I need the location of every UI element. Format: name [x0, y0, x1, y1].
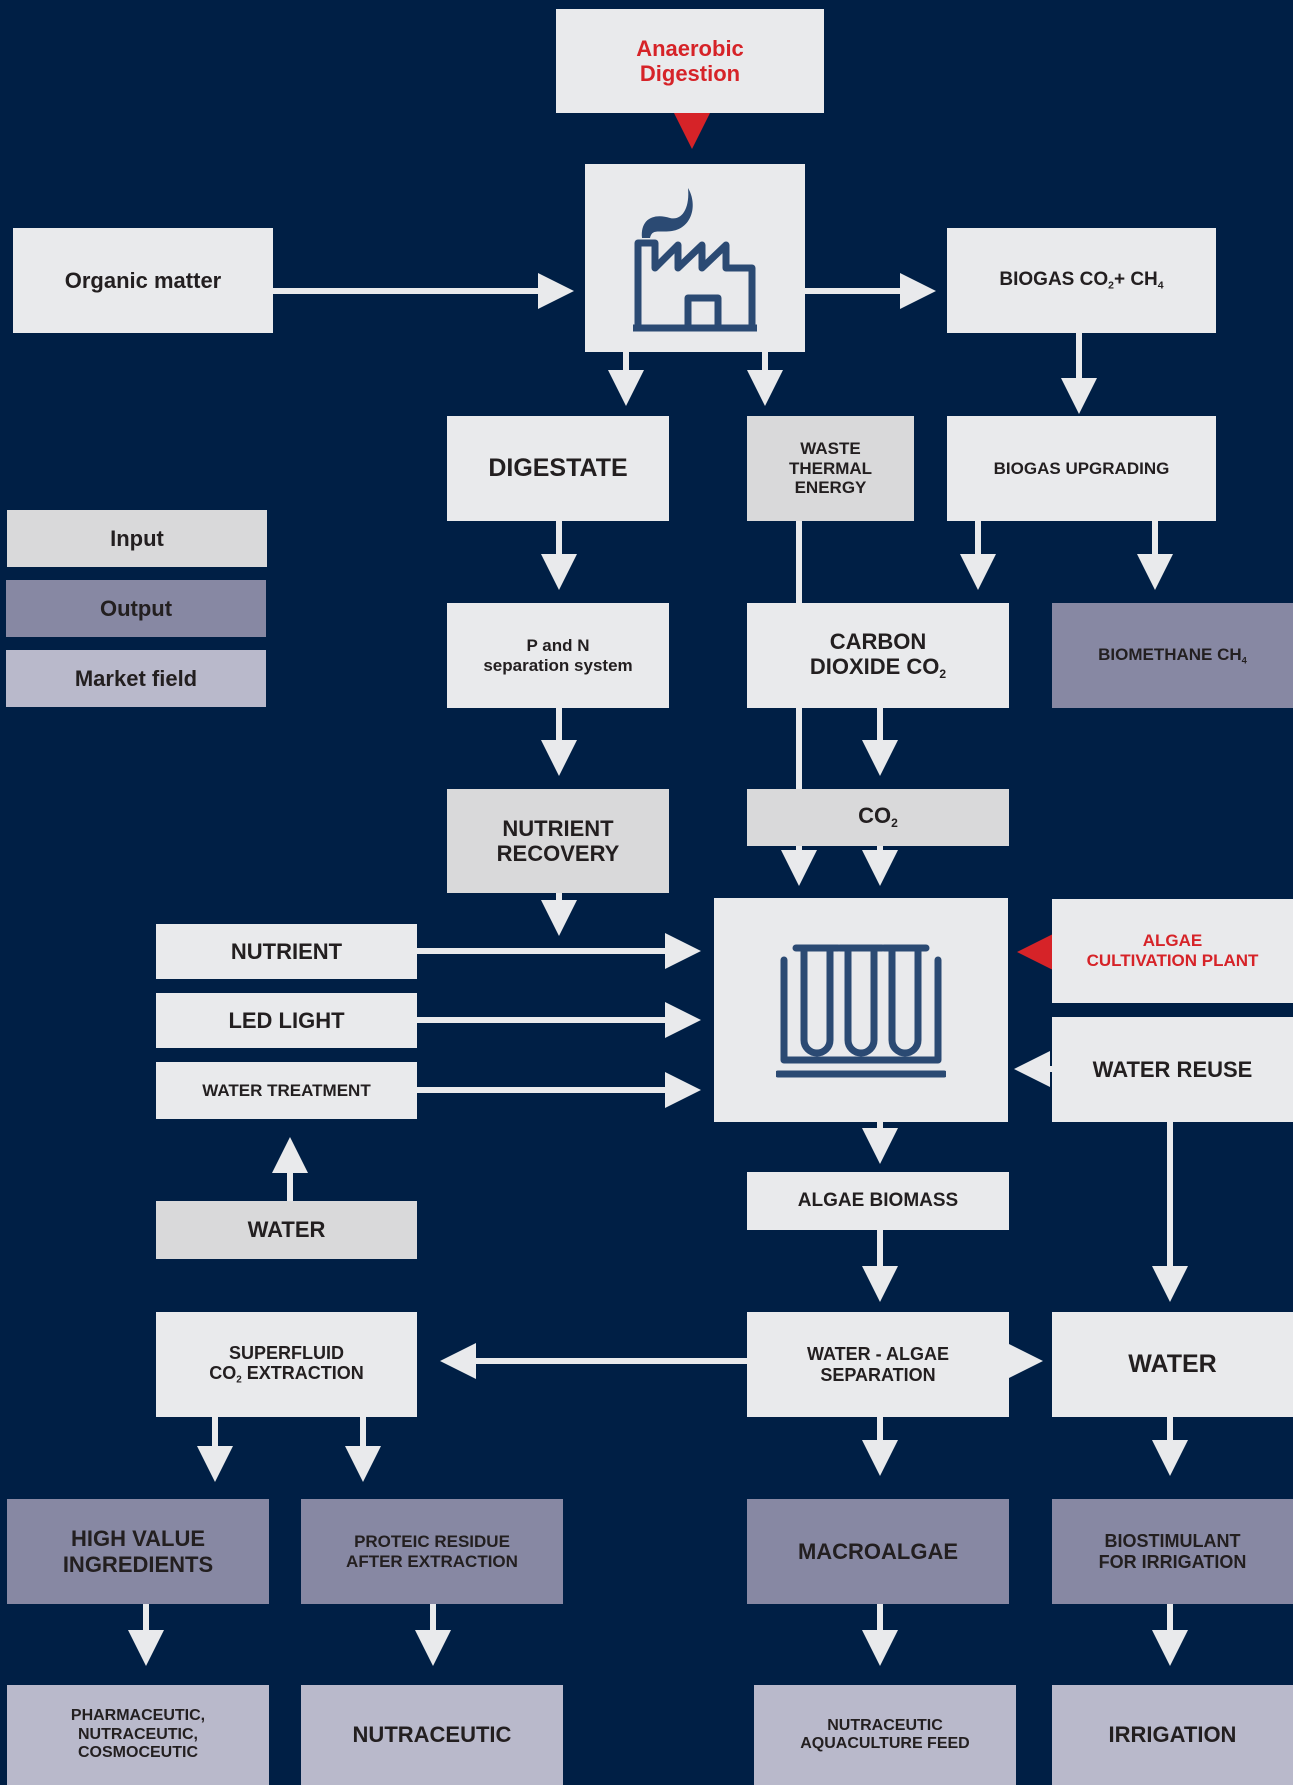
- biogas-label: BIOGAS CO: [999, 268, 1109, 290]
- biomethane-label: BIOMETHANE CH: [1098, 645, 1242, 664]
- pharmaceutic-box: PHARMACEUTIC, NUTRACEUTIC, COSMOCEUTIC: [7, 1685, 269, 1785]
- legend-market-field: Market field: [6, 650, 266, 707]
- legend-input: Input: [7, 510, 267, 567]
- digester-box: [585, 164, 805, 352]
- algae-biomass-box: ALGAE BIOMASS: [747, 1172, 1009, 1230]
- biogas-upgrading-box: BIOGAS UPGRADING: [947, 416, 1216, 521]
- water-reuse-box: WATER REUSE: [1052, 1017, 1293, 1122]
- nutrient-box: NUTRIENT: [156, 924, 417, 979]
- algae-cultivation-plant-box: ALGAE CULTIVATION PLANT: [1052, 899, 1293, 1003]
- water-output-box: WATER: [1052, 1312, 1293, 1417]
- nutrient-recovery-box: NUTRIENT RECOVERY: [447, 789, 669, 893]
- irrigation-box: IRRIGATION: [1052, 1685, 1293, 1785]
- water-treatment-box: WATER TREATMENT: [156, 1062, 417, 1119]
- biostimulant-box: BIOSTIMULANT FOR IRRIGATION: [1052, 1499, 1293, 1604]
- anaerobic-digestion-box: Anaerobic Digestion: [556, 9, 824, 113]
- macroalgae-box: MACROALGAE: [747, 1499, 1009, 1604]
- carbon-dioxide-label: CARBON DIOXIDE CO: [809, 628, 940, 680]
- algae-plant-box: [714, 898, 1008, 1122]
- nutraceutic-aquaculture-box: NUTRACEUTIC AQUACULTURE FEED: [754, 1685, 1016, 1785]
- superfluid-line1: SUPERFLUID: [228, 1342, 344, 1363]
- p-and-n-separation-box: P and N separation system: [447, 603, 669, 708]
- proteic-residue-box: PROTEIC RESIDUE AFTER EXTRACTION: [301, 1499, 563, 1604]
- waste-thermal-energy-box: WASTE THERMAL ENERGY: [747, 416, 914, 521]
- water-input-box: WATER: [156, 1201, 417, 1259]
- carbon-dioxide-box: CARBON DIOXIDE CO2: [747, 603, 1009, 708]
- digestate-box: DIGESTATE: [447, 416, 669, 521]
- high-value-ingredients-box: HIGH VALUE INGREDIENTS: [7, 1499, 269, 1604]
- test-tubes-icon: [776, 944, 946, 1078]
- factory-icon: [633, 188, 757, 332]
- superfluid-extraction-box: SUPERFLUID CO2 EXTRACTION: [156, 1312, 417, 1417]
- co2-box: CO2: [747, 789, 1009, 846]
- biomethane-box: BIOMETHANE CH4: [1052, 603, 1293, 708]
- co2-label: CO: [858, 803, 892, 829]
- organic-matter-box: Organic matter: [13, 228, 273, 333]
- legend-output: Output: [6, 580, 266, 637]
- led-light-box: LED LIGHT: [156, 993, 417, 1048]
- nutraceutic-box: NUTRACEUTIC: [301, 1685, 563, 1785]
- biogas-box: BIOGAS CO2+ CH4: [947, 228, 1216, 333]
- water-algae-separation-box: WATER - ALGAE SEPARATION: [747, 1312, 1009, 1417]
